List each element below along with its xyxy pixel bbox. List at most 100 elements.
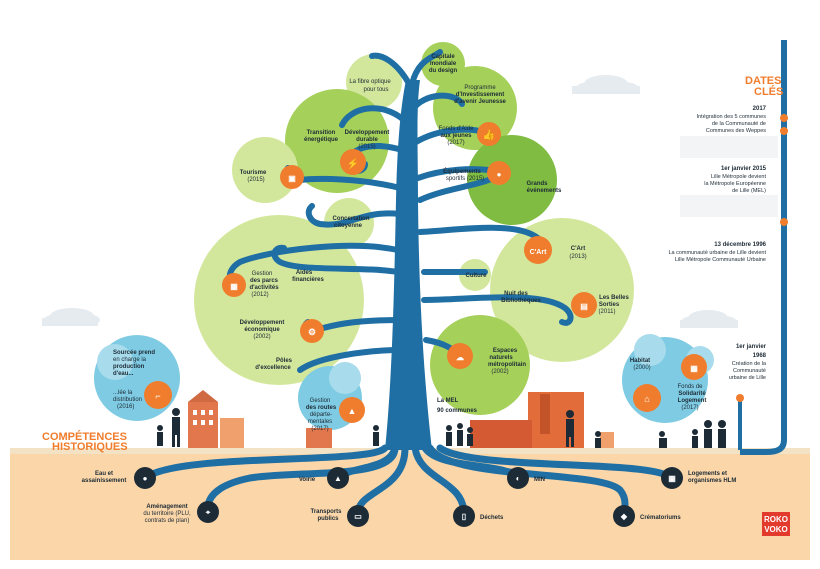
svg-text:Lille Métropole Communauté Urb: Lille Métropole Communauté Urbaine (675, 257, 766, 263)
svg-text:naturels: naturels (489, 355, 513, 361)
svg-text:⌂: ⌂ (644, 394, 649, 404)
urn-icon (613, 505, 635, 527)
timeline-year-1996: 13 décembre 1996 (714, 242, 766, 248)
svg-text:Tourisme: Tourisme (240, 170, 267, 176)
svg-text:événements: événements (527, 188, 562, 194)
svg-text:Création de la: Création de la (732, 361, 767, 367)
svg-text:MIN: MIN (534, 477, 545, 483)
building-icon (681, 354, 707, 380)
timeline-text: 2017 Intégration des 5 communes de la Co… (668, 106, 766, 381)
svg-text:Logement: Logement (678, 398, 707, 404)
leaf-grands (467, 135, 557, 225)
svg-text:citoyenne: citoyenne (334, 223, 363, 229)
svg-text:Déchets: Déchets (480, 515, 504, 521)
svg-text:Les Belles: Les Belles (599, 295, 629, 301)
svg-text:▣: ▣ (288, 174, 296, 183)
competences-title-1: COMPÉTENCES (42, 430, 127, 443)
svg-text:Concertation: Concertation (332, 216, 369, 222)
svg-text:Espaces: Espaces (493, 348, 518, 354)
trash-icon (453, 505, 475, 527)
timeline-dot-1996 (780, 218, 788, 226)
svg-text:d'avenir Jeunesse: d'avenir Jeunesse (454, 99, 506, 105)
svg-text:Transports: Transports (310, 509, 342, 515)
svg-text:Culture: Culture (466, 273, 488, 279)
svg-text:Solidarité: Solidarité (678, 391, 706, 397)
svg-text:métropolitain: métropolitain (488, 362, 526, 368)
svg-text:d'excellence: d'excellence (255, 365, 291, 371)
cart-icon (524, 236, 552, 264)
timeline-dot-2015 (780, 127, 788, 135)
svg-text:Crématoriums: Crématoriums (640, 515, 681, 521)
ground-line (10, 448, 810, 454)
timeline-year-1968b: 1968 (753, 353, 767, 359)
svg-text:VOKO: VOKO (764, 525, 788, 534)
svg-text:économique: économique (244, 327, 280, 333)
svg-text:organismes HLM: organismes HLM (688, 478, 736, 484)
gears-icon (300, 319, 324, 343)
svg-text:(2011): (2011) (599, 309, 616, 315)
svg-text:urbaine de Lille: urbaine de Lille (729, 375, 766, 381)
svg-text:aux jeunes: aux jeunes (440, 133, 472, 139)
svg-text:☁: ☁ (456, 353, 464, 362)
thumbs-up-icon (477, 122, 501, 146)
svg-text:financières: financières (292, 277, 324, 283)
svg-text:Logements et: Logements et (688, 471, 727, 477)
timeline-dot-1968 (736, 394, 744, 402)
bus-icon (347, 505, 369, 527)
svg-text:(2017): (2017) (447, 140, 464, 146)
svg-text:Capitale: Capitale (431, 54, 455, 60)
svg-text:pour tous: pour tous (363, 87, 388, 93)
timeline-year-1968a: 1er janvier (736, 344, 767, 350)
svg-text:Voirie: Voirie (299, 477, 316, 483)
svg-text:▦: ▦ (668, 474, 676, 483)
people (157, 408, 726, 448)
svg-text:Fonds d'Aide: Fonds d'Aide (439, 126, 474, 132)
brand-logo: ROKO VOKO (762, 512, 790, 536)
svg-text:(2015): (2015) (358, 144, 375, 150)
svg-text:Nuit des: Nuit des (504, 291, 528, 297)
city-buildings (188, 390, 614, 448)
svg-text:(2017): (2017) (311, 426, 328, 432)
svg-text:du territoire (PLU,: du territoire (PLU, (143, 511, 191, 517)
svg-text:de Lille (MEL): de Lille (MEL) (732, 188, 766, 194)
svg-text:(2002): (2002) (253, 334, 270, 340)
svg-text:Développement: Développement (345, 130, 390, 136)
svg-text:Sorties: Sorties (599, 302, 620, 308)
eau-bush-labels: Sourcée prend en charge la production d'… (113, 350, 155, 410)
svg-text:contrats de plan): contrats de plan) (145, 518, 190, 524)
svg-text:●: ● (497, 170, 502, 179)
svg-text:👍: 👍 (483, 128, 495, 141)
svg-text:⚡: ⚡ (347, 157, 359, 170)
svg-text:des parcs: des parcs (250, 278, 279, 284)
timeline-year-2017: 2017 (753, 106, 767, 112)
svg-text:C'Art: C'Art (530, 249, 547, 256)
leaf-labels: Capitale mondiale du design La fibre opt… (240, 54, 707, 432)
svg-text:(2016): (2016) (117, 404, 134, 410)
svg-text:mondiale: mondiale (430, 61, 457, 67)
svg-text:Communauté: Communauté (733, 368, 766, 374)
water-drop-icon (134, 467, 156, 489)
svg-text:Aménagement: Aménagement (146, 504, 187, 510)
svg-text:d'activités: d'activités (249, 285, 279, 291)
svg-text:◐: ◐ (516, 474, 521, 483)
svg-text:durable: durable (356, 137, 378, 143)
svg-text:départe-: départe- (310, 412, 332, 418)
orange-icons (144, 122, 707, 423)
svg-text:(2000): (2000) (633, 365, 650, 371)
suitcase-icon (280, 165, 304, 189)
lightning-icon (340, 149, 366, 175)
svg-text:en charge la: en charge la (113, 357, 147, 363)
hlm-building-icon (661, 467, 683, 489)
svg-text:Développement: Développement (240, 320, 285, 326)
svg-text:Transition: Transition (307, 130, 336, 136)
house-icon (633, 384, 661, 412)
svg-text:▯: ▯ (462, 512, 466, 521)
dates-title-1: DATES (745, 75, 781, 87)
svg-text:Communes des Weppes: Communes des Weppes (706, 128, 766, 134)
svg-text:Grands: Grands (526, 181, 548, 187)
svg-text:Eau et: Eau et (95, 471, 113, 477)
svg-text:(2012): (2012) (251, 292, 268, 298)
cloud-left (42, 308, 100, 326)
dates-title-2: CLÉS (754, 85, 783, 98)
